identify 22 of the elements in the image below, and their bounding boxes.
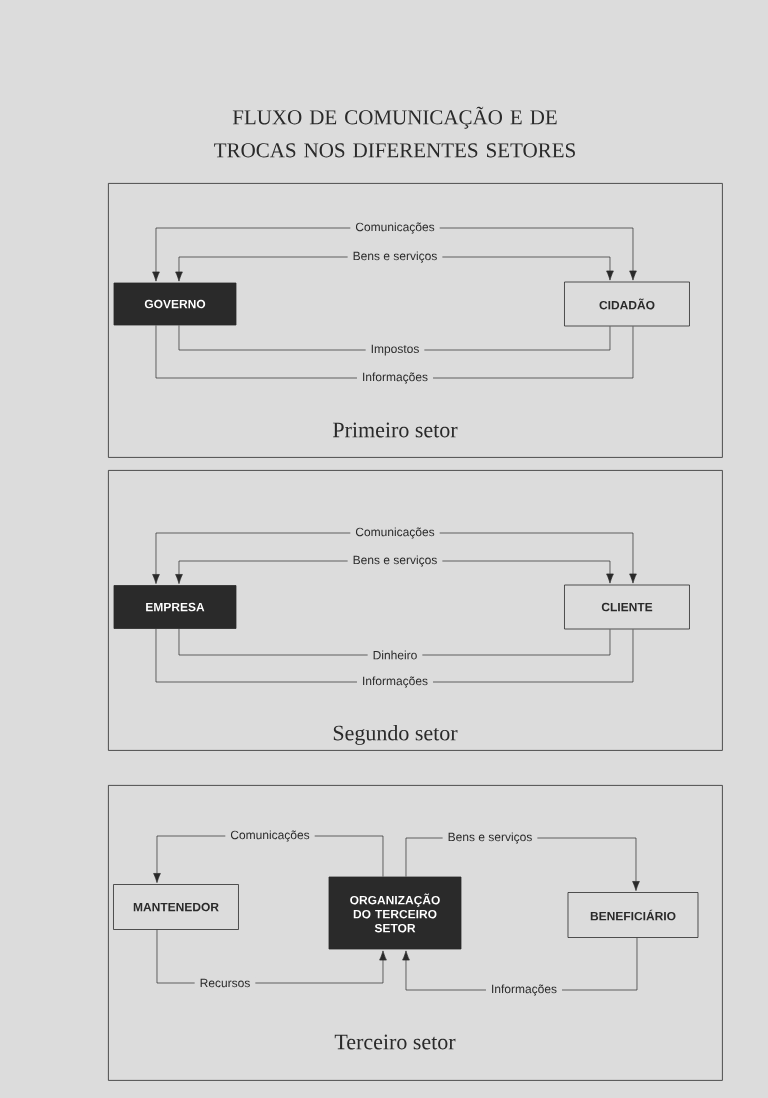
actor-box: GOVERNO xyxy=(113,282,237,326)
panel-heading: Terceiro setor xyxy=(334,1034,456,1050)
edge-label: Bens e serviços xyxy=(442,831,538,845)
edge-label: Informações xyxy=(357,675,433,689)
edge-label: Dinheiro xyxy=(367,649,423,661)
title: FLUXO DE COMUNICAÇÃO E DE TROCAS NOS DIFERENTES SETORES xyxy=(214,106,575,158)
actor-box: ORGANIZAÇÃO DO TERCEIRO SETOR xyxy=(328,876,462,950)
panel-heading: Primeiro setor xyxy=(333,422,458,438)
actor-box: MANTENEDOR xyxy=(113,884,239,930)
edge-label: Comunicações xyxy=(350,526,440,540)
actor-box: EMPRESA xyxy=(113,585,237,629)
edge-label: Informações xyxy=(486,983,562,997)
actor-box: CLIENTE xyxy=(564,584,690,630)
edge-label: Informações xyxy=(357,371,433,385)
edge-label: Bens e serviços xyxy=(347,250,443,264)
edge-label: Recursos xyxy=(194,977,256,989)
edge-label: Comunicações xyxy=(350,221,440,235)
edge-label: Comunicações xyxy=(225,829,315,843)
actor-box: BENEFICIÁRIO xyxy=(567,892,699,938)
actor-box: CIDADÃO xyxy=(564,281,690,327)
edge-label: Bens e serviços xyxy=(347,554,443,568)
panel-heading: Segundo setor xyxy=(333,725,458,745)
